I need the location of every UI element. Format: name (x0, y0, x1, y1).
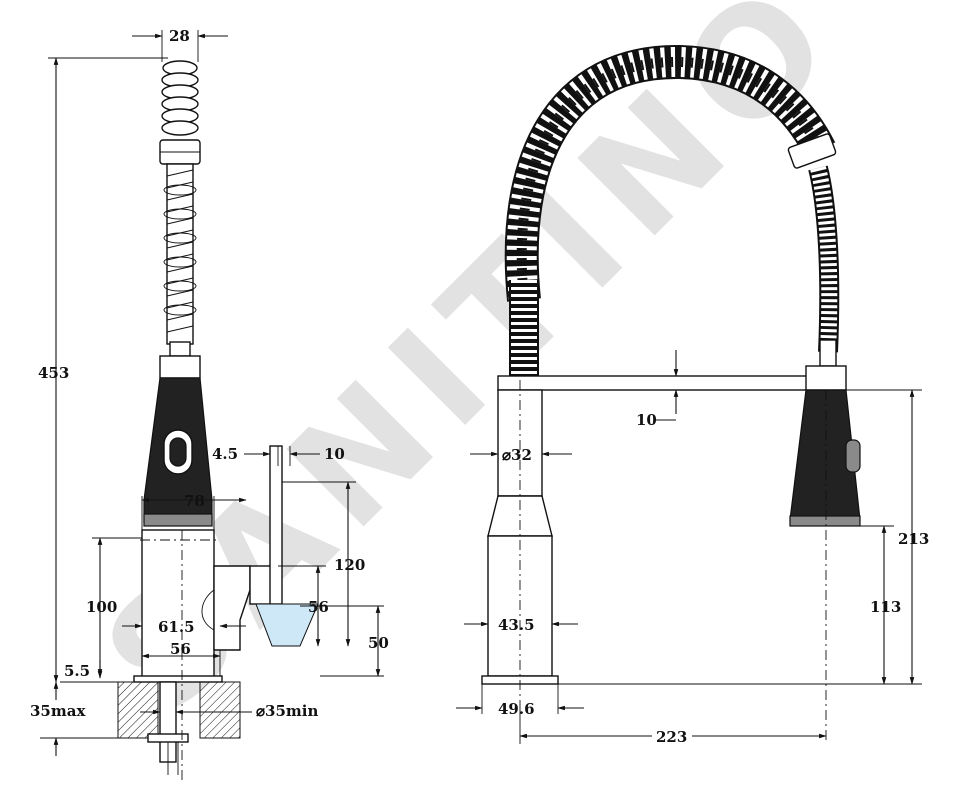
side-view: 28 453 4.5 10 78 120 10 (30, 27, 389, 780)
spray-head-front (789, 389, 861, 740)
label-height-100: 100 (86, 598, 117, 616)
label-height-113: 113 (870, 598, 901, 616)
front-view: 10 ⌀32 213 113 43.5 49.6 (456, 44, 929, 746)
label-hole-35min: ⌀35min (256, 702, 318, 720)
label-deck-35max: 35max (30, 702, 86, 720)
dim-body-width (141, 496, 247, 530)
deck-section-right (199, 681, 241, 739)
label-reach-223: 223 (656, 728, 687, 746)
dim-deck-35max (40, 681, 118, 756)
label-height-120: 120 (334, 556, 365, 574)
dim-height-120 (282, 481, 356, 647)
label-base-dia: 49.6 (498, 700, 535, 718)
braided-hose-side (163, 163, 197, 345)
dim-height-100 (92, 537, 142, 679)
label-spout-gap: 10 (636, 411, 657, 429)
spout-bar (497, 375, 845, 391)
dim-base-width-56 (141, 650, 221, 676)
label-height-213: 213 (898, 530, 929, 548)
label-body-width: 78 (184, 492, 205, 510)
dim-base-5-5 (60, 660, 134, 683)
hose-collar-front (787, 133, 837, 169)
dim-offsets (244, 446, 320, 466)
dim-height-50 (300, 605, 384, 677)
deck-section-left (117, 681, 159, 739)
label-width-61-5: 61.5 (158, 618, 195, 636)
spring-arc-front (504, 44, 836, 302)
dim-height-113 (860, 525, 894, 685)
label-height-50: 50 (368, 634, 389, 652)
water-stream-side (255, 603, 319, 647)
spray-head-side (143, 355, 213, 527)
dim-spout-gap (656, 350, 679, 421)
label-base-width-56: 56 (170, 640, 191, 658)
dim-total-height (48, 57, 168, 683)
label-height-56: 56 (308, 598, 329, 616)
label-offset-4-5: 4.5 (212, 445, 238, 463)
label-column-dia: ⌀32 (502, 446, 532, 464)
column-front (481, 380, 559, 700)
label-base-5-5: 5.5 (64, 662, 90, 680)
spring-coils-side (161, 60, 199, 136)
dim-hose-width (132, 30, 228, 62)
label-body-dia: 43.5 (498, 616, 535, 634)
label-offset-10: 10 (324, 445, 345, 463)
dim-base-dia (456, 684, 584, 714)
braided-hose-front (808, 165, 840, 367)
label-total-height: 453 (38, 364, 69, 382)
dim-height-213 (558, 389, 922, 685)
label-hose-width: 28 (169, 27, 190, 45)
faucet-body-side (133, 445, 319, 683)
